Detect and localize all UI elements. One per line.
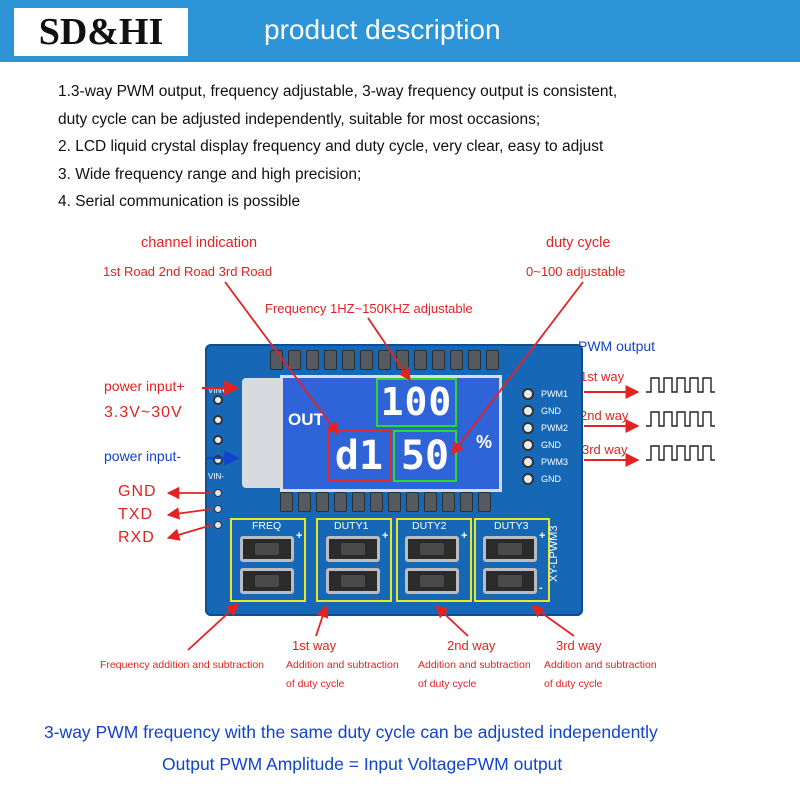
duty-cycle-sub: 0~100 adjustable	[526, 264, 626, 279]
lcd-percent-sign: %	[476, 432, 493, 452]
pwm-pin-label: GND	[541, 406, 561, 416]
duty2-plus-button[interactable]	[405, 536, 459, 562]
duty1-plus-button[interactable]	[326, 536, 380, 562]
freq-plus-sign: +	[296, 530, 303, 542]
duty3-button-group	[474, 518, 550, 602]
pwm3-waveform-icon	[646, 445, 715, 461]
pwm-pin-label: PWM3	[541, 457, 568, 467]
rxd-arrow	[166, 524, 213, 541]
gnd-label: GND	[118, 483, 157, 500]
way3-line2-label: of duty cycle	[544, 678, 603, 690]
gnd-pad	[214, 489, 222, 497]
channel-indication-sub: 1st Road 2nd Road 3rd Road	[103, 264, 273, 279]
duty3-plus-sign: +	[539, 530, 546, 542]
duty3-button-label: DUTY3	[494, 520, 529, 532]
footer-line-1: 3-way PWM frequency with the same duty c…	[44, 722, 658, 742]
duty1-button-label: DUTY1	[334, 520, 369, 532]
freq-button-group	[230, 518, 306, 602]
brand-logo: SD&HI	[14, 8, 188, 56]
duty1-button-arrow	[315, 604, 329, 637]
duty2-button-label: DUTY2	[412, 520, 447, 532]
way2-line2-label: of duty cycle	[418, 678, 477, 690]
power-input-minus-label: power input-	[104, 448, 182, 464]
duty2-plus-sign: +	[461, 530, 468, 542]
description-line: 3. Wide frequency range and high precisi…	[58, 165, 362, 183]
description-line: 1.3-way PWM output, frequency adjustable…	[58, 83, 618, 100]
lcd-bottom-pins	[280, 492, 500, 512]
duty3-plus-button[interactable]	[483, 536, 537, 562]
lcd-frequency-readout: 100	[376, 378, 457, 427]
freq-button-arrow	[187, 603, 239, 651]
duty-cycle-title: duty cycle	[546, 235, 611, 251]
way3-output-label: 3rd way	[582, 442, 628, 457]
channel-arrow	[224, 281, 339, 436]
lcd-out-label: OUT	[288, 410, 324, 429]
description-line: 4. Serial communication is possible	[58, 193, 301, 210]
lcd-channel-readout: d1	[327, 430, 391, 482]
vin-minus-label: VIN-	[208, 472, 224, 481]
description-line: 2. LCD liquid crystal display frequency …	[58, 138, 604, 155]
way1-title-label: 1st way	[292, 638, 337, 653]
pwm2-waveform-icon	[646, 411, 715, 427]
frequency-arrow	[367, 317, 411, 382]
way3-title-label: 3rd way	[556, 638, 602, 653]
page-title: product description	[264, 14, 501, 45]
pwm-pin-label: GND	[541, 474, 561, 484]
description-list: 1.3-way PWM output, frequency adjustable…	[58, 78, 778, 216]
freq-plus-button[interactable]	[240, 536, 294, 562]
pwm1-waveform-icon	[646, 377, 715, 393]
pwm-pin-label: PWM2	[541, 423, 568, 433]
duty3-minus-sign: -	[539, 582, 543, 594]
duty1-button-group	[316, 518, 392, 602]
vin-plus-label: VIN+	[208, 386, 227, 395]
power-input-plus-label: power input+	[104, 378, 185, 394]
duty3-minus-button[interactable]	[483, 568, 537, 594]
lcd-bezel	[242, 378, 286, 488]
vin-terminal	[209, 385, 237, 477]
duty2-button-arrow	[435, 605, 469, 637]
duty3-button-arrow	[530, 605, 575, 637]
rxd-label: RXD	[118, 529, 155, 546]
lcd-duty-readout: 50	[393, 430, 457, 482]
pwm-pin-label: GND	[541, 440, 561, 450]
channel-indication-title: channel indication	[141, 235, 258, 251]
pwm-output-title: PWM output	[578, 338, 656, 354]
pwm-pin-label: PWM1	[541, 389, 568, 399]
way1-line2-label: of duty cycle	[286, 678, 345, 690]
freq-minus-button[interactable]	[240, 568, 294, 594]
way1-line1-label: Addition and subtraction	[286, 659, 399, 671]
pwm-output-header: PWM1 GND PWM2 GND PWM3 GND	[520, 384, 576, 488]
txd-arrow	[166, 507, 213, 520]
txd-label: TXD	[118, 506, 153, 523]
duty1-minus-button[interactable]	[326, 568, 380, 594]
duty2-minus-button[interactable]	[405, 568, 459, 594]
freq-button-label: FREQ	[252, 520, 282, 532]
rxd-pad	[214, 521, 222, 529]
txd-pad	[214, 505, 222, 513]
way1-output-label: 1st way	[580, 369, 625, 384]
description-line: duty cycle can be adjusted independently…	[58, 110, 541, 128]
lcd-display	[280, 375, 502, 492]
header-bar: SD&HI product description	[0, 0, 800, 62]
footer-line-2: Output PWM Amplitude = Input VoltagePWM …	[162, 754, 563, 774]
freq-adjust-label: Frequency addition and subtraction	[100, 659, 265, 671]
way2-output-label: 2nd way	[580, 408, 629, 423]
way2-line1-label: Addition and subtraction	[418, 659, 531, 671]
power-range-label: 3.3V~30V	[104, 404, 183, 421]
way3-line1-label: Addition and subtraction	[544, 659, 657, 671]
way2-title-label: 2nd way	[447, 638, 496, 653]
duty-arrow	[451, 281, 584, 456]
duty1-plus-sign: +	[382, 530, 389, 542]
frequency-callout: Frequency 1HZ~150KHZ adjustable	[265, 301, 473, 316]
duty2-button-group	[396, 518, 472, 602]
